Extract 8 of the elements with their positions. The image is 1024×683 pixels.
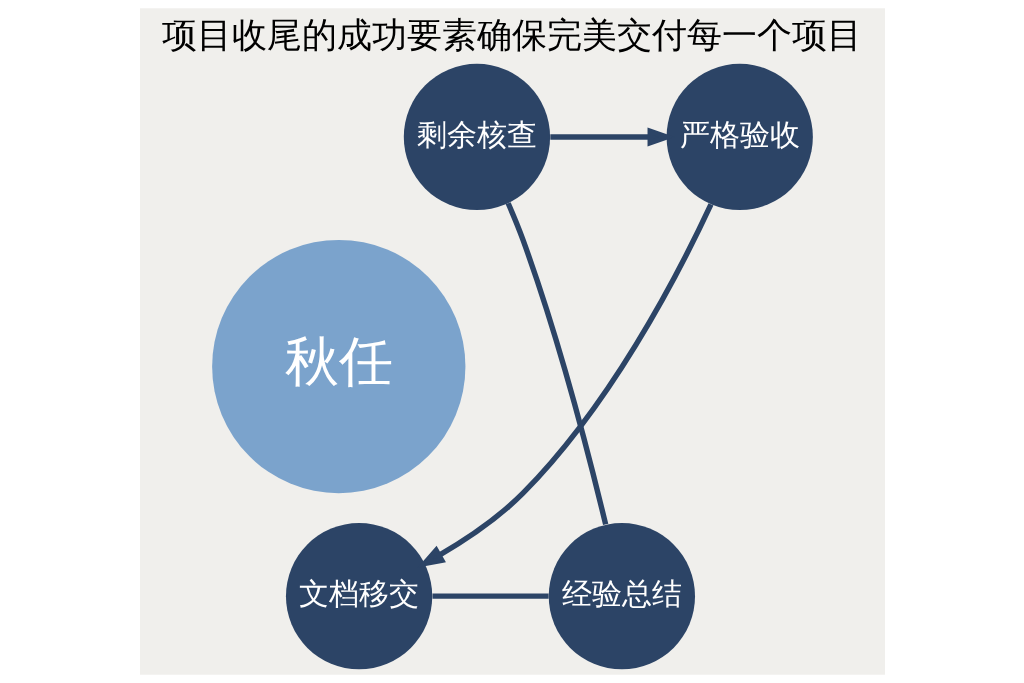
connector <box>505 202 608 526</box>
connector <box>432 593 549 599</box>
node-circle: 文档移交 <box>285 523 432 670</box>
diagram-title: 项目收尾的成功要素确保完美交付每一个项目 <box>162 14 862 56</box>
node-circle: 秋任 <box>211 239 465 494</box>
node-circle: 剩余核查 <box>403 63 550 211</box>
node-circle: 严格验收 <box>666 63 813 211</box>
node-circle: 经验总结 <box>548 523 695 670</box>
